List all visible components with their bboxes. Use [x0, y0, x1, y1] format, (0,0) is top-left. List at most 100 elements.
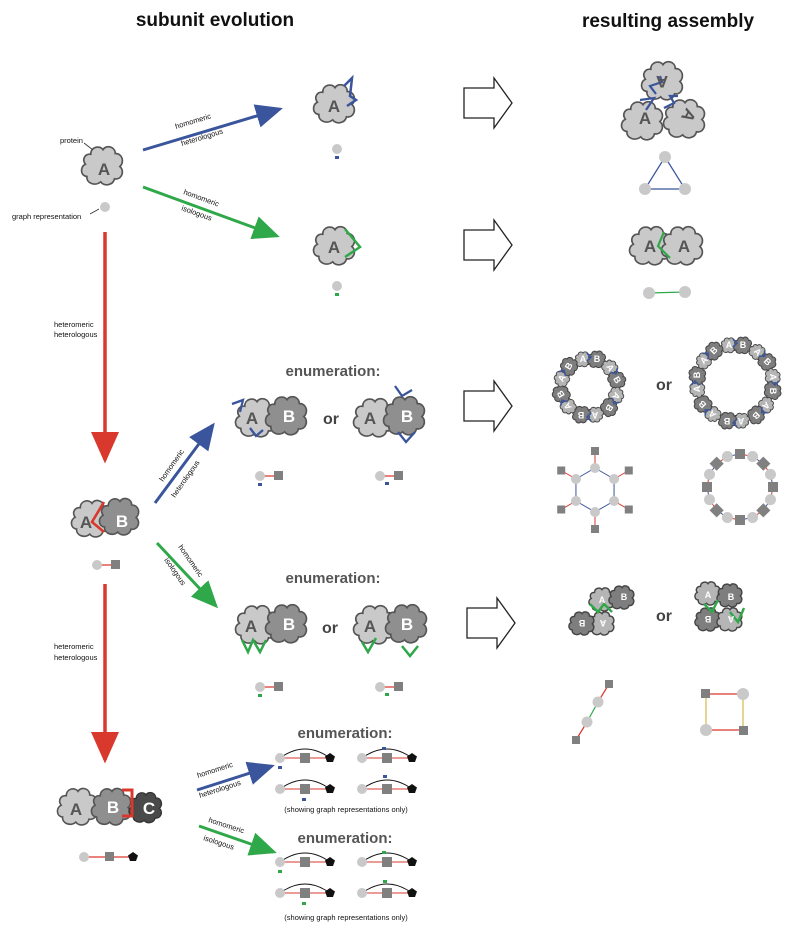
- arrow-abc-homomeric-heterologous: [196, 761, 275, 792]
- svg-text:B: B: [107, 798, 119, 817]
- root-protein-a: A: [80, 145, 124, 186]
- svg-text:A: A: [328, 97, 340, 116]
- trimer-assembly: A A A: [620, 60, 706, 141]
- tetramer-assembly-2: A B B A: [694, 581, 746, 632]
- label-heteromeric-1: heteromeric: [54, 320, 94, 329]
- heterodimer-ab: A B: [70, 497, 140, 538]
- svg-text:B: B: [578, 618, 585, 628]
- svg-text:B: B: [728, 592, 735, 602]
- svg-text:A: A: [692, 385, 702, 392]
- label-a: A: [98, 160, 110, 179]
- svg-text:B: B: [594, 354, 601, 364]
- trimer-graph: [639, 151, 691, 195]
- svg-text:B: B: [116, 512, 128, 531]
- note-graph-only-1: (showing graph representations only): [284, 805, 408, 814]
- heterotrimer-abc: A B C: [56, 787, 163, 826]
- chain-graph: [572, 680, 613, 744]
- label-heterologous: heterologous: [180, 127, 224, 148]
- result-arrow-1: [463, 75, 513, 131]
- svg-text:A: A: [705, 590, 712, 600]
- svg-text:B: B: [555, 388, 567, 399]
- subunit-a-heterologous: A: [312, 74, 359, 124]
- svg-text:homomeric: homomeric: [196, 760, 234, 780]
- subunit-a-isologous: A: [312, 225, 362, 266]
- or-assembly-2: or: [656, 608, 672, 625]
- arrow-homomeric-heterologous: [142, 104, 283, 152]
- label-heterologous-red-1: heterologous: [54, 330, 98, 339]
- svg-text:A: A: [245, 617, 257, 636]
- result-arrow-4: [466, 595, 516, 651]
- enumeration-label-2: enumeration:: [285, 570, 380, 587]
- enumeration-label-3: enumeration:: [297, 725, 392, 742]
- svg-text:B: B: [401, 615, 413, 634]
- tetramer-assembly-1: A B A B: [568, 584, 635, 636]
- square-graph: [700, 688, 749, 736]
- svg-text:B: B: [723, 416, 730, 426]
- svg-text:A: A: [599, 595, 606, 605]
- ab-isologous-graph-2: [375, 682, 403, 696]
- svg-text:A: A: [364, 409, 376, 428]
- svg-text:A: A: [556, 372, 568, 383]
- arrow-ab-homomeric-heterologous: [153, 422, 215, 504]
- label-protein: protein: [60, 136, 83, 145]
- svg-text:A: A: [246, 409, 258, 428]
- svg-text:B: B: [283, 407, 295, 426]
- svg-text:A: A: [591, 410, 598, 420]
- svg-text:A: A: [639, 109, 651, 128]
- note-graph-only-2: (showing graph representations only): [284, 913, 408, 922]
- enumeration-label-4: enumeration:: [297, 830, 392, 847]
- svg-text:A: A: [737, 416, 744, 426]
- svg-text:B: B: [603, 403, 615, 414]
- arrow-abc-homomeric-isologous: [198, 824, 277, 856]
- or-2: or: [322, 620, 338, 637]
- svg-text:A: A: [599, 618, 606, 628]
- ab-isologous-option-1: A B: [234, 603, 308, 656]
- result-arrow-2: [463, 217, 513, 273]
- svg-text:heterologous: heterologous: [54, 653, 98, 662]
- graph-node-a: [100, 202, 110, 212]
- graph-abc: [79, 852, 138, 862]
- svg-text:C: C: [143, 799, 155, 818]
- header-resulting-assembly: resulting assembly: [582, 11, 755, 32]
- ab-heterologous-graph-1: [255, 471, 283, 486]
- ab-isologous-graph-1: [255, 682, 283, 697]
- svg-text:A: A: [644, 237, 656, 256]
- svg-text:A: A: [726, 340, 733, 350]
- svg-text:B: B: [704, 614, 711, 624]
- svg-text:B: B: [577, 410, 584, 420]
- svg-text:heteromeric: heteromeric: [54, 642, 94, 651]
- svg-text:B: B: [611, 375, 623, 386]
- svg-text:B: B: [621, 592, 628, 602]
- svg-text:A: A: [768, 374, 778, 381]
- dimer-assembly: A A: [628, 225, 704, 266]
- svg-text:A: A: [70, 800, 82, 819]
- header-subunit-evolution: subunit evolution: [136, 10, 294, 31]
- svg-text:A: A: [678, 237, 690, 256]
- label-homomeric: homomeric: [174, 111, 212, 131]
- ab-heterologous-option-2: A B: [352, 385, 426, 444]
- or-1: or: [323, 411, 339, 428]
- ab-heterologous-graph-2: [375, 471, 403, 485]
- svg-text:A: A: [610, 390, 622, 401]
- arrow-homomeric-isologous: [142, 185, 280, 240]
- or-assembly-1: or: [656, 377, 672, 394]
- result-arrow-3: [463, 378, 513, 434]
- abc-isologous-graphs: [275, 851, 417, 905]
- abc-heterologous-graphs: [275, 747, 417, 801]
- graph-ab: [92, 560, 120, 570]
- ring-graph-heterologous-2: [702, 449, 778, 525]
- svg-text:B: B: [283, 615, 295, 634]
- enumeration-label-1: enumeration:: [285, 363, 380, 380]
- svg-text:B: B: [740, 340, 747, 350]
- svg-text:A: A: [364, 617, 376, 636]
- svg-text:A: A: [328, 238, 340, 257]
- svg-text:A: A: [727, 614, 734, 624]
- svg-text:B: B: [563, 360, 575, 371]
- svg-text:B: B: [401, 407, 413, 426]
- svg-text:B: B: [768, 388, 778, 395]
- dimer-graph: [643, 286, 691, 299]
- arrow-ab-homomeric-isologous: [155, 541, 219, 609]
